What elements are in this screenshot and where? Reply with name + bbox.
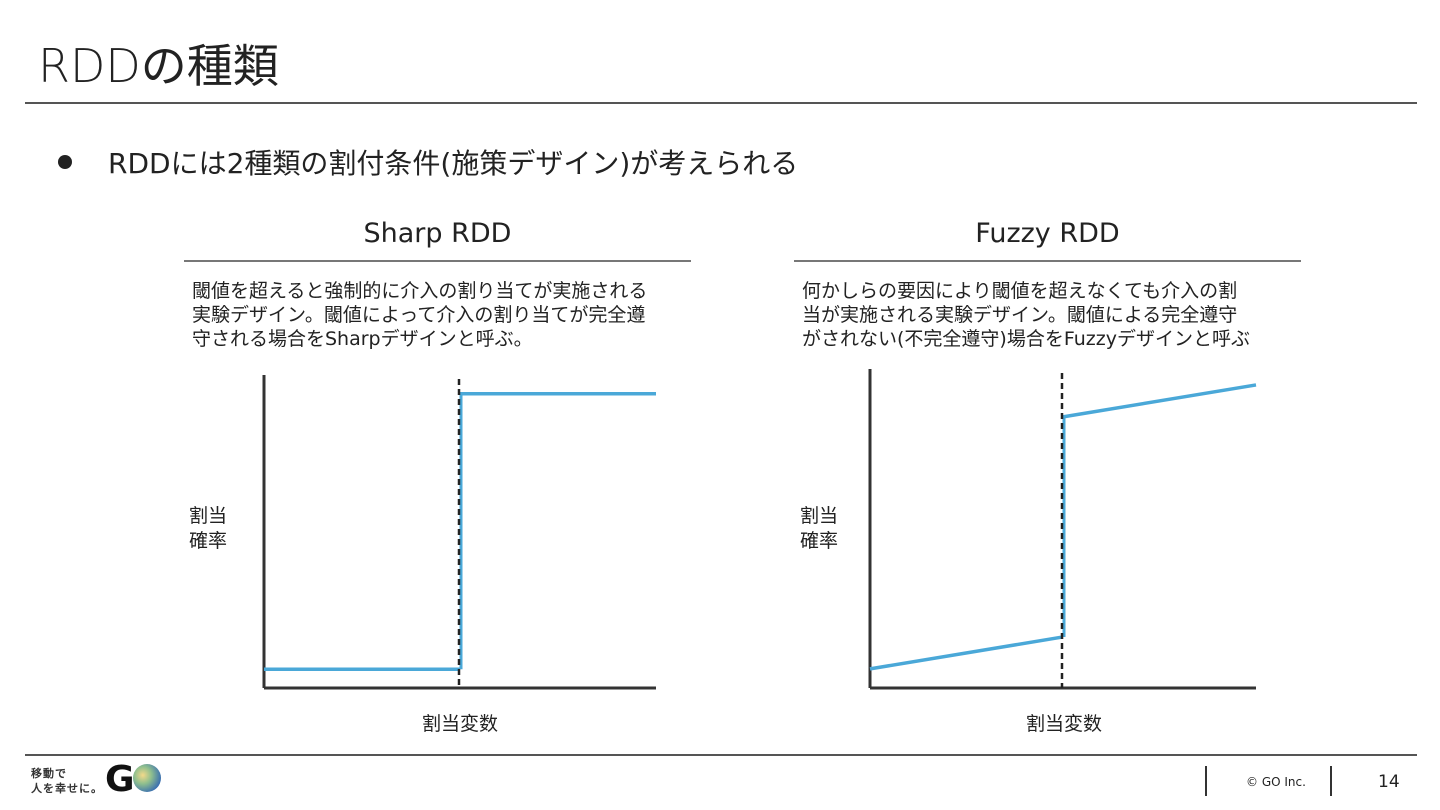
y-axis-label-line: 割当 <box>800 505 839 527</box>
panel-title-sharp: Sharp RDD <box>363 218 512 249</box>
series-line-2 <box>1062 383 1257 419</box>
logo-mark-letter: G <box>105 759 135 800</box>
panel-description-sharp: 閾値を超えると強制的に介入の割り当てが実施される 実験デザイン。閾値によって介入… <box>192 279 647 351</box>
slide-title: RDDの種類 <box>38 39 279 93</box>
description-line: 当が実施される実験デザイン。閾値による完全遵守 <box>802 304 1238 326</box>
y-axis-label-line: 割当 <box>189 505 228 527</box>
go-logo: G <box>105 762 161 798</box>
footer-divider <box>25 754 1417 756</box>
y-axis-label-line: 確率 <box>189 530 228 552</box>
panel-description-fuzzy: 何かしらの要因により閾値を超えなくても介入の割 当が実施される実験デザイン。閾値… <box>802 279 1250 351</box>
description-line: がされない(不完全遵守)場合をFuzzyデザインと呼ぶ <box>802 328 1250 350</box>
bullet-text: RDDには2種類の割付条件(施策デザイン)が考えられる <box>108 147 799 180</box>
logo-tagline: 移動で 人を幸せに。 <box>31 766 103 796</box>
description-line: 閾値を超えると強制的に介入の割り当てが実施される <box>192 280 648 302</box>
description-line: 実験デザイン。閾値によって介入の割り当てが完全遵 <box>192 304 646 326</box>
description-line: 何かしらの要因により閾値を超えなくても介入の割 <box>802 280 1238 302</box>
y-axis-label-fuzzy: 割当 確率 <box>800 504 838 554</box>
description-line: 守される場合をSharpデザインと呼ぶ。 <box>192 328 533 350</box>
logo-tagline-line: 人を幸せに。 <box>31 782 103 795</box>
footer-separator <box>1330 766 1332 796</box>
sharp-rdd-plot <box>262 375 656 690</box>
x-axis-label-sharp: 割当変数 <box>421 713 498 735</box>
logo-tagline-line: 移動で <box>31 767 67 780</box>
y-axis-label-line: 確率 <box>800 530 839 552</box>
panel-rule-fuzzy <box>794 260 1301 262</box>
panel-rule-sharp <box>184 260 691 262</box>
series-line-1 <box>869 635 1064 671</box>
copyright-text: © GO Inc. <box>1246 775 1306 789</box>
bullet-point: RDDには2種類の割付条件(施策デザイン)が考えられる <box>58 142 798 182</box>
bullet-dot-icon <box>58 155 72 169</box>
page-number: 14 <box>1378 772 1400 792</box>
panel-title-fuzzy: Fuzzy RDD <box>975 218 1120 249</box>
footer-separator <box>1205 766 1207 796</box>
globe-icon <box>132 764 161 792</box>
fuzzy-rdd-plot <box>868 369 1257 690</box>
x-axis-label-fuzzy: 割当変数 <box>1025 713 1102 735</box>
title-divider <box>25 102 1417 104</box>
y-axis-label-sharp: 割当 確率 <box>189 504 227 554</box>
